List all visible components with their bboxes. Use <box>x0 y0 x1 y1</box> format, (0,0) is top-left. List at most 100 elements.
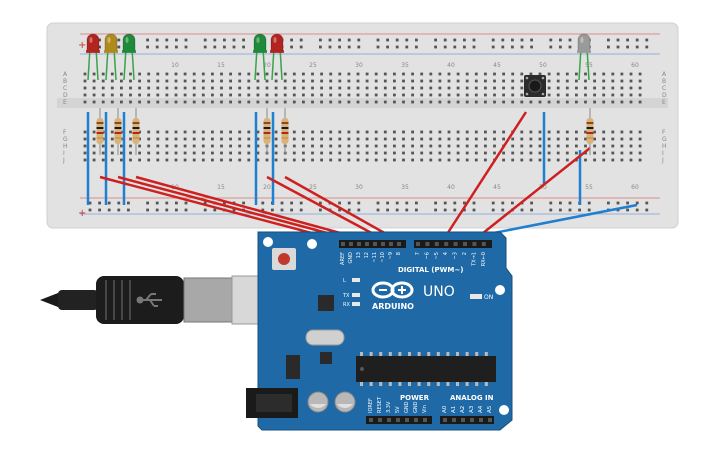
resistor[interactable] <box>263 108 271 155</box>
header-pin[interactable] <box>349 242 353 246</box>
header-pin[interactable] <box>387 418 391 422</box>
header-pin[interactable] <box>414 418 418 422</box>
led[interactable] <box>577 33 591 81</box>
header-pin[interactable] <box>369 418 373 422</box>
breadboard-hole <box>611 137 615 141</box>
led[interactable] <box>270 33 284 81</box>
rail-hole <box>203 201 207 205</box>
resistor[interactable] <box>96 108 104 155</box>
row-letter: D <box>662 92 667 99</box>
breadboard-hole <box>393 130 396 134</box>
header-pin[interactable] <box>373 242 377 246</box>
header-pin[interactable] <box>381 242 385 246</box>
breadboard-hole <box>493 151 496 155</box>
breadboard-hole <box>374 130 378 134</box>
header-pin[interactable] <box>365 242 369 246</box>
breadboard-hole <box>611 79 615 83</box>
header-pin[interactable] <box>425 242 430 246</box>
header-pin[interactable] <box>396 418 400 422</box>
led[interactable] <box>104 33 118 81</box>
header-pin[interactable] <box>453 242 458 246</box>
header-pin[interactable] <box>341 242 345 246</box>
header-pin[interactable] <box>444 242 449 246</box>
header-pin[interactable] <box>405 418 409 422</box>
header-pin[interactable] <box>481 242 486 246</box>
breadboard-hole <box>156 137 160 141</box>
breadboard-hole <box>311 158 314 162</box>
resistor[interactable] <box>132 108 140 155</box>
rail-hole <box>175 38 178 42</box>
led[interactable] <box>86 33 100 81</box>
rail-hole <box>587 208 591 212</box>
resistor[interactable] <box>114 108 122 155</box>
rail-hole <box>453 201 457 205</box>
led-rim <box>86 50 100 53</box>
rail-hole <box>213 38 217 42</box>
breadboard-hole <box>438 158 442 162</box>
breadboard-hole <box>338 100 342 104</box>
breadboard-hole <box>584 79 587 83</box>
breadboard-hole <box>256 158 260 162</box>
pin-label: A3 <box>469 405 475 413</box>
breadboard-hole <box>447 100 451 104</box>
breadboard-hole <box>547 93 551 97</box>
breadboard-hole <box>611 100 615 104</box>
rail-hole <box>607 45 610 49</box>
rail-hole <box>98 45 101 49</box>
rail-hole <box>395 45 399 49</box>
header-pin[interactable] <box>472 242 477 246</box>
header-pin[interactable] <box>488 418 492 422</box>
breadboard-hole <box>593 86 596 90</box>
header-pin[interactable] <box>443 418 447 422</box>
resistor-band <box>96 132 104 134</box>
breadboard-hole <box>183 130 187 134</box>
power-jack-inner <box>256 394 292 412</box>
rail-hole <box>88 201 92 205</box>
breadboard-hole <box>529 100 533 104</box>
header-pin[interactable] <box>397 242 401 246</box>
header-pin[interactable] <box>463 242 467 246</box>
breadboard-hole <box>502 130 505 134</box>
header-pin[interactable] <box>461 418 465 422</box>
pin-label: 3.3V <box>386 401 392 413</box>
rail-hole <box>395 38 399 42</box>
rail-hole <box>386 45 389 49</box>
led[interactable] <box>253 33 267 81</box>
header-pin[interactable] <box>378 418 382 422</box>
breadboard-hole <box>247 72 251 76</box>
header-pin[interactable] <box>479 418 483 422</box>
rail-hole <box>549 38 553 42</box>
breadboard-hole <box>147 130 151 134</box>
chip-pin <box>484 382 488 386</box>
breadboard-hole <box>211 79 214 83</box>
resistor[interactable] <box>281 108 289 155</box>
breadboard-hole <box>593 158 596 162</box>
breadboard-hole <box>584 93 587 97</box>
breadboard-hole <box>565 144 569 148</box>
header-pin[interactable] <box>470 418 474 422</box>
breadboard-hole <box>147 100 151 104</box>
breadboard-hole <box>220 130 223 134</box>
breadboard-hole <box>620 93 624 97</box>
header-pin[interactable] <box>416 242 420 246</box>
breadboard-hole <box>565 93 569 97</box>
breadboard-hole <box>420 130 424 134</box>
breadboard-hole <box>238 144 242 148</box>
rail-hole <box>213 45 217 49</box>
push-button[interactable] <box>524 75 546 97</box>
rail-hole <box>472 38 476 42</box>
breadboard-hole <box>438 144 442 148</box>
header-pin[interactable] <box>357 242 361 246</box>
breadboard-hole <box>174 72 178 76</box>
breadboard-hole <box>629 79 633 83</box>
led[interactable] <box>122 33 136 81</box>
rail-hole <box>299 208 303 212</box>
header-pin[interactable] <box>452 418 456 422</box>
header-pin[interactable] <box>423 418 427 422</box>
header-pin[interactable] <box>389 242 393 246</box>
breadboard-hole <box>138 79 141 83</box>
resistor[interactable] <box>586 108 594 155</box>
rail-hole <box>463 38 466 42</box>
header-pin[interactable] <box>434 242 439 246</box>
